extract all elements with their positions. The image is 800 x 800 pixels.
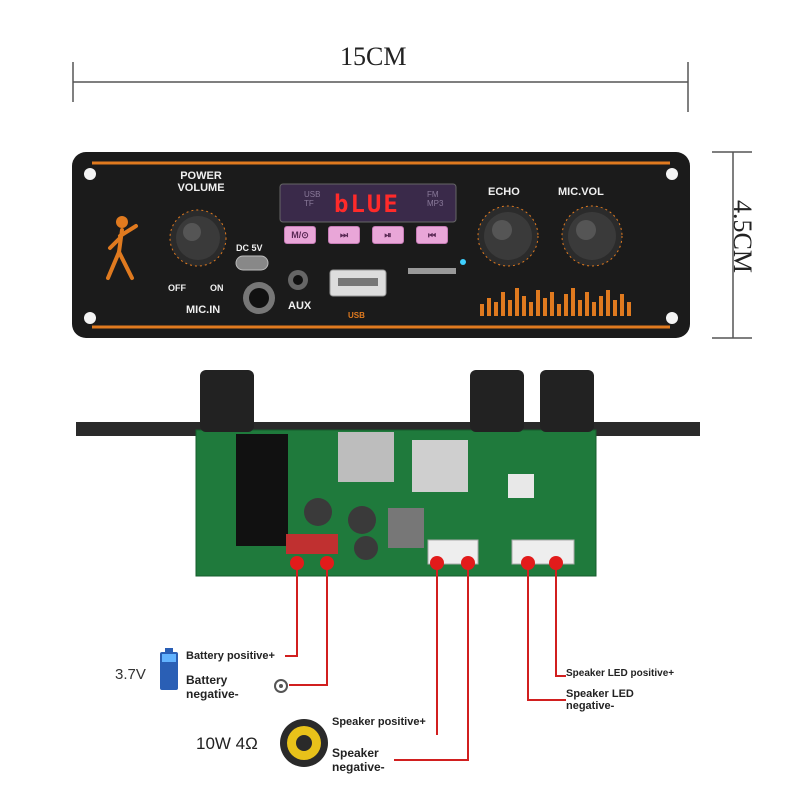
on-label: ON: [210, 283, 224, 293]
usb-label: USB: [348, 311, 365, 320]
echo-label: ECHO: [488, 186, 520, 198]
display-mode-right: FM MP3: [427, 190, 444, 208]
mic-in-label: MIC.IN: [186, 304, 221, 316]
previous-button[interactable]: ⏮: [416, 226, 448, 244]
battery-voltage-label: 3.7V: [115, 666, 146, 683]
power-volume-label: POWER VOLUME: [177, 170, 225, 194]
speaker-spec-label: 10W 4Ω: [196, 734, 258, 753]
speaker-led-negative-label: Speaker LED negative-: [566, 688, 634, 712]
display-mode-left: USB TF: [304, 190, 321, 208]
speaker-negative-label: Speaker negative-: [332, 746, 385, 774]
off-label: OFF: [168, 283, 186, 293]
mic-vol-label: MIC.VOL: [558, 186, 604, 198]
play-pause-button[interactable]: ⏯: [372, 226, 404, 244]
battery-negative-label: Battery negative-: [186, 673, 239, 701]
aux-label: AUX: [288, 300, 312, 312]
panel-artwork: [84, 161, 678, 329]
front-panel: POWER VOLUME OFF ON DC 5V MIC.IN AUX USB…: [72, 152, 690, 338]
speaker-positive-label: Speaker positive+: [332, 716, 426, 728]
led-display-text: bLUE: [334, 190, 400, 218]
dc5v-label: DC 5V: [236, 243, 263, 253]
width-dimension-label: 15CM: [340, 42, 407, 71]
next-button[interactable]: ⏭: [328, 226, 360, 244]
mode-button[interactable]: M/⊙: [284, 226, 316, 244]
speaker-led-positive-label: Speaker LED positive+: [566, 668, 675, 679]
battery-positive-label: Battery positive+: [186, 650, 275, 662]
